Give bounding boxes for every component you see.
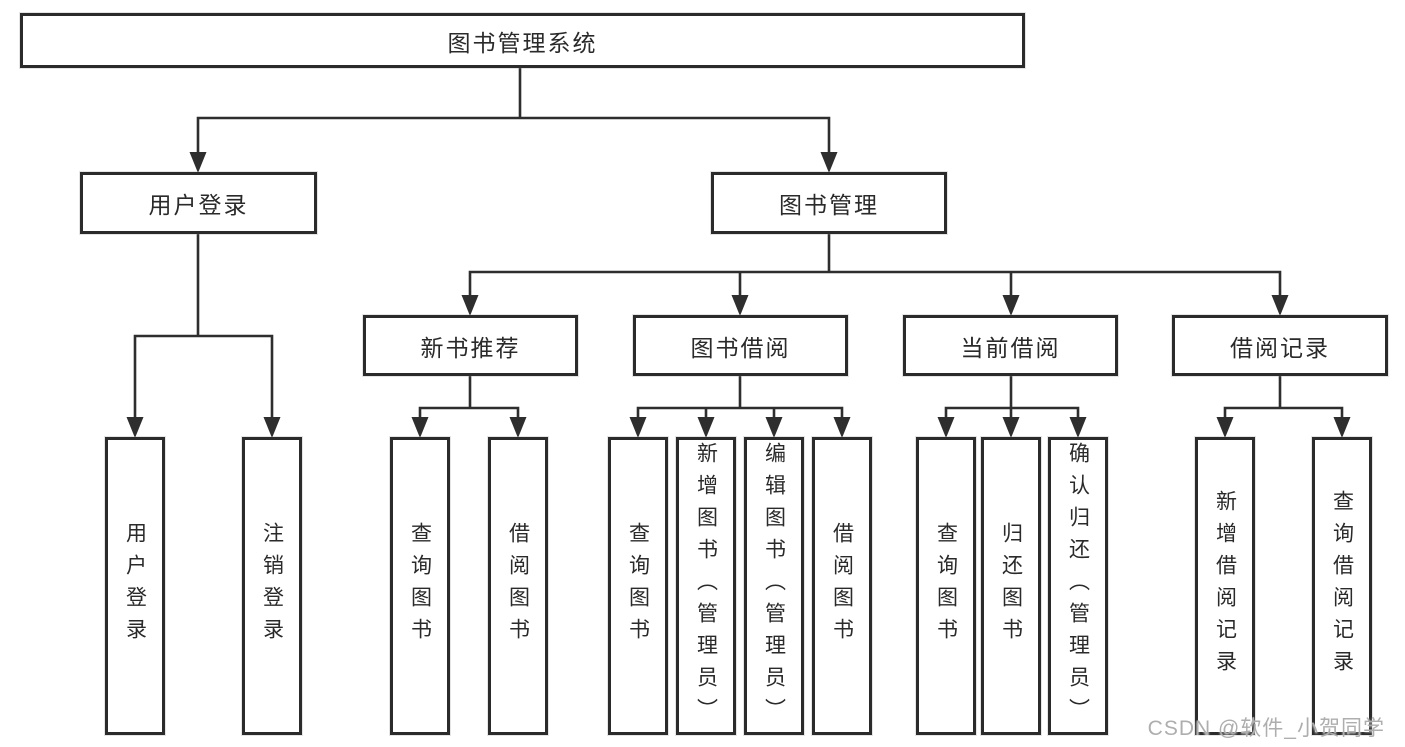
arrowhead-icon: [697, 417, 715, 438]
node-new-book-recommend: 新书推荐: [363, 315, 578, 376]
node-user-login: 用户登录: [80, 172, 317, 234]
arrow-heads: [126, 152, 1351, 438]
arrowhead-icon: [833, 417, 851, 438]
leaf-newbook-borrow-books: 借阅图书: [488, 437, 548, 735]
arrowhead-icon: [820, 152, 838, 173]
arrowhead-icon: [1002, 417, 1020, 438]
arrowhead-icon: [411, 417, 429, 438]
node-book-borrowing: 图书借阅: [633, 315, 848, 376]
leaf-current-query-books: 查询图书: [916, 437, 976, 735]
arrowhead-icon: [765, 417, 783, 438]
arrowhead-icon: [509, 417, 527, 438]
leaf-records-query-borrow-record: 查询借阅记录: [1312, 437, 1372, 735]
leaf-borrowing-add-books-admin: 新增图书（管理员）: [676, 437, 736, 735]
arrowhead-icon: [461, 295, 479, 316]
csdn-watermark: CSDN @软件_小贺同学: [1147, 717, 1385, 740]
leaf-borrowing-edit-books-admin: 编辑图书（管理员）: [744, 437, 804, 735]
leaf-logout: 注销登录: [242, 437, 302, 735]
arrowhead-icon: [1069, 417, 1087, 438]
leaf-newbook-query-books: 查询图书: [390, 437, 450, 735]
arrowhead-icon: [263, 417, 281, 438]
leaf-current-confirm-return-admin: 确认归还（管理员）: [1048, 437, 1108, 735]
node-book-management: 图书管理: [711, 172, 947, 234]
node-root-system: 图书管理系统: [20, 13, 1025, 68]
arrowhead-icon: [731, 295, 749, 316]
leaf-records-add-borrow-record: 新增借阅记录: [1195, 437, 1255, 735]
arrowhead-icon: [1002, 295, 1020, 316]
arrowhead-icon: [1271, 295, 1289, 316]
leaf-borrowing-query-books: 查询图书: [608, 437, 668, 735]
arrowhead-icon: [937, 417, 955, 438]
node-current-borrowing: 当前借阅: [903, 315, 1118, 376]
node-borrowing-records: 借阅记录: [1172, 315, 1388, 376]
arrowhead-icon: [629, 417, 647, 438]
arrowhead-icon: [126, 417, 144, 438]
tree-edge-lines: [133, 66, 1344, 421]
arrowhead-icon: [189, 152, 207, 173]
leaf-current-return-books: 归还图书: [981, 437, 1041, 735]
arrowhead-icon: [1333, 417, 1351, 438]
arrowhead-icon: [1216, 417, 1234, 438]
leaf-borrowing-borrow-books: 借阅图书: [812, 437, 872, 735]
leaf-user-login: 用户登录: [105, 437, 165, 735]
